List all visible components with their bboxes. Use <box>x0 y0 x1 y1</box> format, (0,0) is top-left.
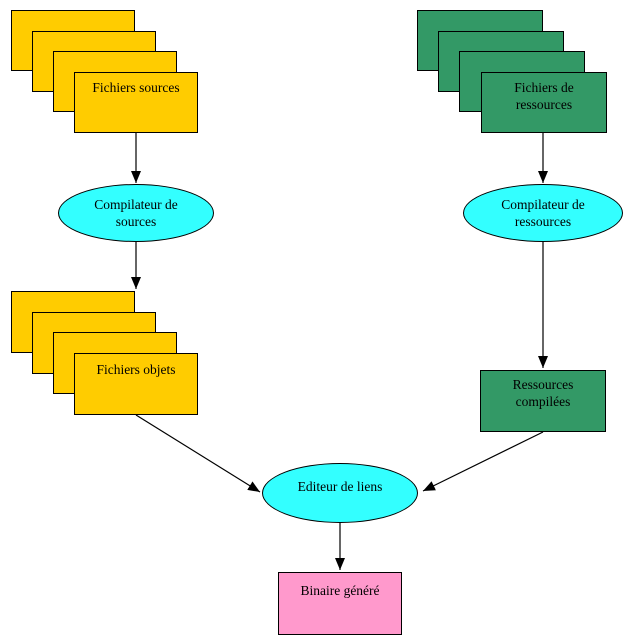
node-label: Fichiers sources <box>75 73 197 96</box>
node-label-line: sources <box>115 214 157 229</box>
node-compilateur-de-ressources: Compilateur de ressources <box>463 184 623 242</box>
node-fichiers-de-ressources: Fichiers de ressources <box>481 72 607 133</box>
node-label-line: Binaire généré <box>300 583 380 598</box>
node-ressources-compilees: Ressources compilées <box>480 370 606 432</box>
arrow-objets-to-editeur <box>135 414 261 493</box>
node-label-line: Compilateur de <box>501 197 585 212</box>
arrow-compilees-to-editeur <box>422 431 544 492</box>
node-editeur-de-liens: Editeur de liens <box>262 463 418 523</box>
node-binaire-genere: Binaire généré <box>278 572 402 635</box>
node-label-line: Editeur de liens <box>297 478 383 494</box>
node-label-line: Ressources <box>512 377 574 392</box>
node-fichiers-objets: Fichiers objets <box>74 353 198 415</box>
node-label-line: Compilateur de <box>94 197 178 212</box>
node-label-line: Fichiers de <box>514 80 574 95</box>
node-label-line: Fichiers sources <box>92 80 180 95</box>
node-label: Binaire généré <box>279 573 401 599</box>
node-label: Ressources compilées <box>481 371 605 410</box>
node-fichiers-sources: Fichiers sources <box>74 72 198 133</box>
node-label: Fichiers de ressources <box>482 73 606 113</box>
node-label: Fichiers objets <box>75 354 197 378</box>
node-label-line: ressources <box>515 97 573 112</box>
node-label-line: compilées <box>515 394 571 409</box>
node-label-line: ressources <box>514 214 572 229</box>
node-compilateur-de-sources: Compilateur de sources <box>58 184 214 242</box>
node-label-line: Fichiers objets <box>96 362 176 377</box>
